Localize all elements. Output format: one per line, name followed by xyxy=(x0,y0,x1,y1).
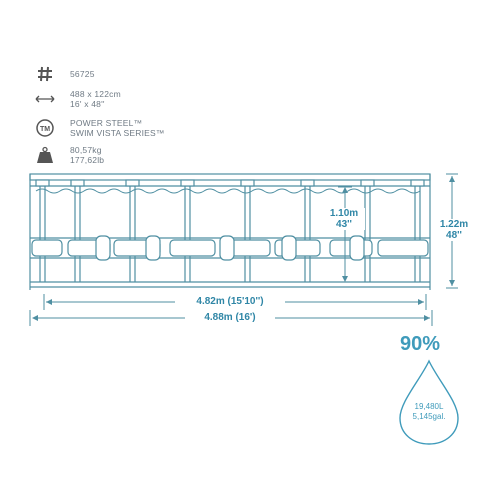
spec-size: 488 x 122cm 16' x 48'' xyxy=(34,88,121,110)
leg-top-cap xyxy=(360,179,375,187)
leg-top-cap xyxy=(240,179,255,187)
outer-width-label: 4.88m (16') xyxy=(185,312,275,323)
pool-frame xyxy=(29,173,431,290)
pipe-joint xyxy=(219,235,235,261)
inner-height-dimension xyxy=(338,186,352,282)
inner-height-label: 1.10m 43'' xyxy=(323,208,365,230)
svg-text:TM: TM xyxy=(40,126,50,133)
double-arrow-icon xyxy=(34,88,56,110)
pipe-joint xyxy=(281,235,297,261)
pipe-joint xyxy=(145,235,161,261)
weight-icon xyxy=(34,144,56,166)
frame-pipe xyxy=(169,239,216,257)
spec-series: TM POWER STEEL™ SWIM VISTA SERIES™ xyxy=(34,117,165,139)
leg-top-cap xyxy=(410,179,425,187)
water-drop-icon xyxy=(399,359,459,445)
spec-weight: 80,57kg 177,62lb xyxy=(34,144,104,166)
inner-width-label: 4.82m (15'10'') xyxy=(175,296,285,307)
frame-pipe xyxy=(377,239,429,257)
hash-icon xyxy=(34,63,56,85)
pipe-joint xyxy=(349,235,365,261)
leg-top-cap xyxy=(125,179,140,187)
model-number: 56725 xyxy=(70,69,95,79)
leg-top-cap xyxy=(70,179,85,187)
pool-size: 488 x 122cm 16' x 48'' xyxy=(70,89,121,109)
pipe-joint xyxy=(95,235,111,261)
product-series: POWER STEEL™ SWIM VISTA SERIES™ xyxy=(70,118,165,138)
leg-top-cap xyxy=(180,179,195,187)
trademark-icon: TM xyxy=(34,117,56,139)
leg-top-cap xyxy=(35,179,50,187)
leg-top-cap xyxy=(300,179,315,187)
frame-pipe xyxy=(31,239,63,257)
fill-percent: 90% xyxy=(400,333,441,355)
pool-weight: 80,57kg 177,62lb xyxy=(70,145,105,165)
outer-height-label: 1.22m 48'' xyxy=(434,219,474,241)
water-volume: 19,480L 5,145gal. xyxy=(412,402,446,421)
spec-model: 56725 xyxy=(34,63,95,85)
